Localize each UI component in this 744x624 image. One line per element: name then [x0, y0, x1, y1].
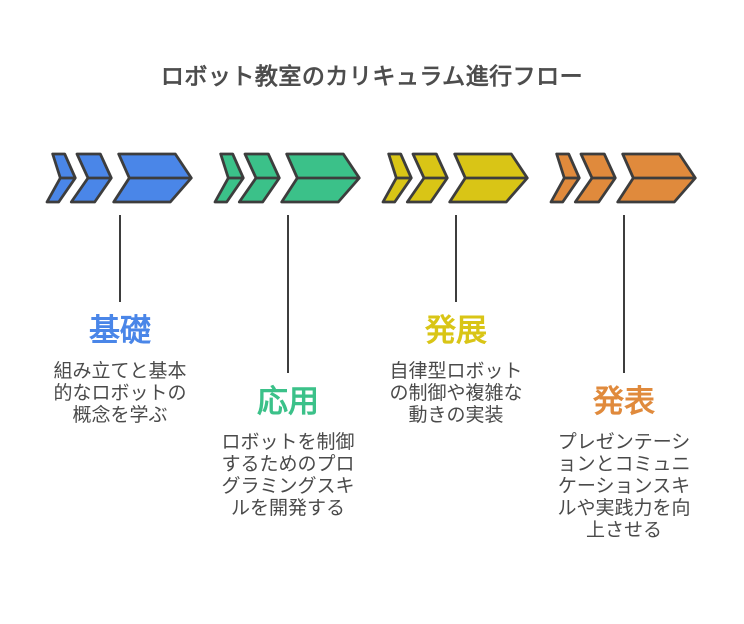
connector-line: [623, 215, 625, 373]
stage-description: 組み立てと基本的なロボットの概念を学ぶ: [53, 361, 187, 426]
stage-development: 発展 自律型ロボットの制御や複雑な動きの実装: [372, 151, 540, 542]
chevron-arrows-icon: [45, 152, 193, 204]
stage-description: 自律型ロボットの制御や複雑な動きの実装: [389, 361, 523, 426]
stage-label: 基礎: [89, 313, 151, 348]
chevron-arrows-icon: [381, 152, 529, 204]
stage-description: プレゼンテーションとコミュニケーションスキルや実践力を向上させる: [557, 432, 691, 541]
connector-line: [119, 215, 121, 302]
stage-application: 応用 ロボットを制御するためのプログラミングスキルを開発する: [204, 151, 372, 542]
chevron-arrows-icon: [213, 152, 361, 204]
stage-basics: 基礎 組み立てと基本的なロボットの概念を学ぶ: [36, 151, 204, 542]
connector-line: [287, 215, 289, 373]
page-title: ロボット教室のカリキュラム進行フロー: [160, 63, 584, 89]
stage-presentation: 発表 プレゼンテーションとコミュニケーションスキルや実践力を向上させる: [540, 151, 708, 542]
stages-row: 基礎 組み立てと基本的なロボットの概念を学ぶ 応用 ロボットを制御するためのプロ…: [36, 151, 708, 542]
stage-label: 応用: [257, 384, 319, 419]
stage-description: ロボットを制御するためのプログラミングスキルを開発する: [221, 432, 355, 519]
stage-label: 発表: [593, 384, 655, 419]
connector-line: [455, 215, 457, 302]
stage-label: 発展: [425, 313, 487, 348]
chevron-arrows-icon: [549, 152, 697, 204]
